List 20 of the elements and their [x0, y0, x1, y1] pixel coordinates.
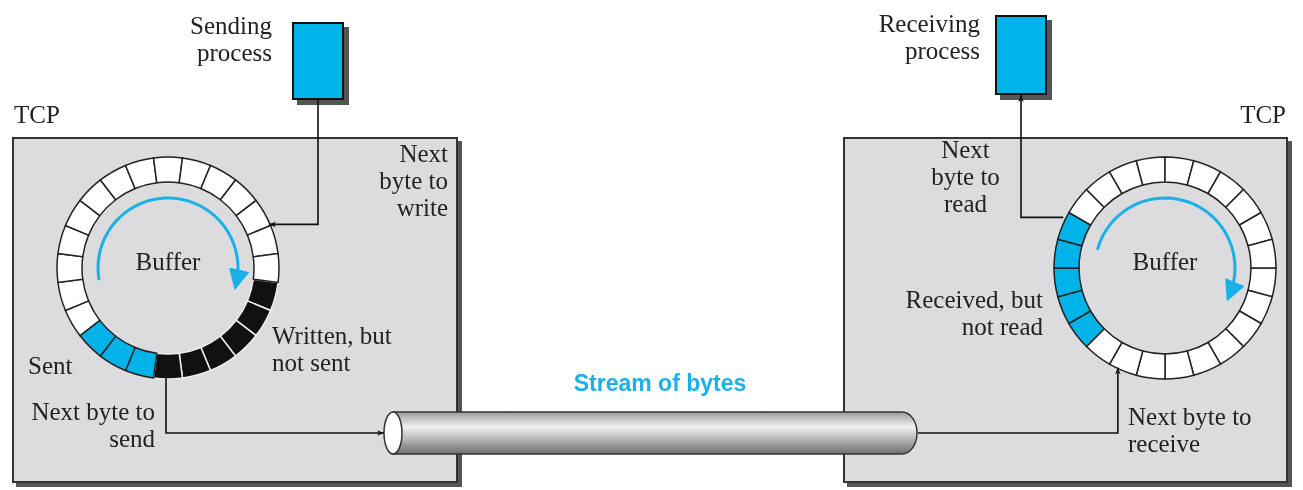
region-label: Written, but not sent — [272, 322, 393, 376]
process-label: Sending process — [189, 12, 272, 66]
pointer-label: Next byte to send — [30, 398, 155, 452]
stream-label: Stream of bytes — [572, 370, 748, 397]
region-label: Received, but not read — [904, 286, 1043, 340]
arrow — [917, 366, 1121, 434]
buffer-label: Buffer — [134, 248, 202, 275]
panel-heading: TCP — [14, 101, 60, 128]
region-label: Sent — [28, 352, 74, 379]
pointer-label: Next byte to receive — [1128, 403, 1253, 457]
panel-heading: TCP — [1240, 101, 1286, 128]
buffer-ring — [1054, 157, 1276, 379]
buffer-label: Buffer — [1131, 248, 1199, 275]
arrow — [1018, 94, 1065, 219]
process-label: Receiving process — [877, 10, 980, 64]
arrow — [268, 99, 319, 228]
pipe-cylinder — [383, 411, 918, 455]
pointer-label: Next byte to read — [930, 136, 1001, 217]
arrow — [165, 376, 385, 436]
pointer-label: Next byte to write — [378, 140, 448, 221]
